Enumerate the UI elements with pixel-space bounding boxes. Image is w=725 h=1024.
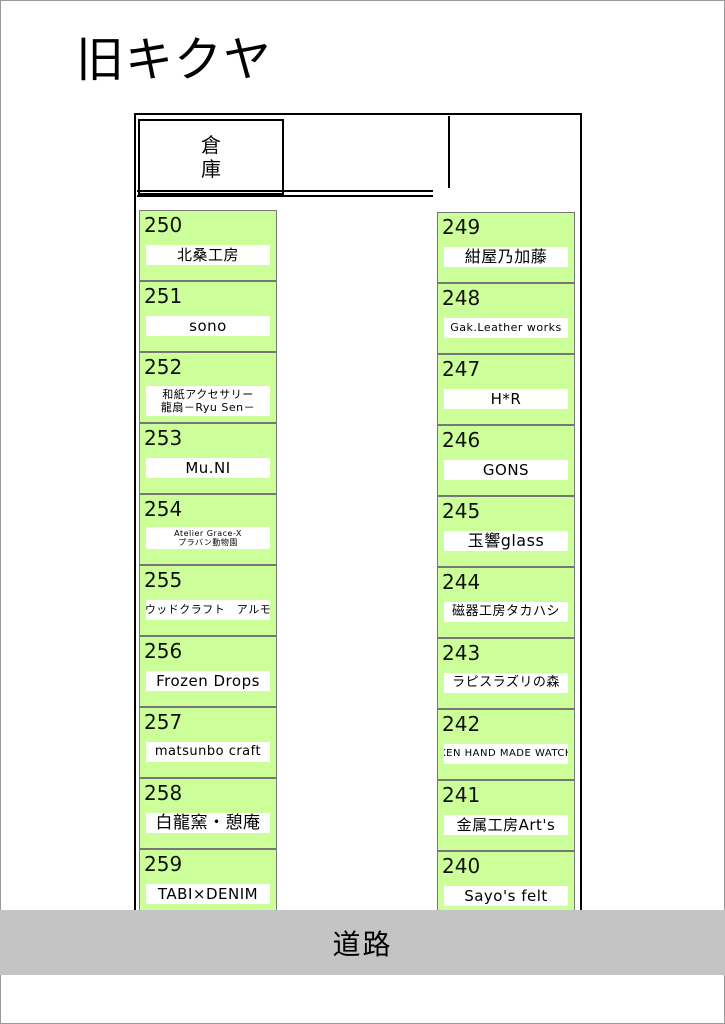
booth-number: 246 [442,428,481,452]
booth-241[interactable]: 241 金属工房Art's [437,780,575,851]
booth-name: 和紙アクセサリー 龍扇－Ryu Sen－ [146,386,270,416]
booth-name-line2: プラバン動物園 [178,538,238,547]
booth-name: 磁器工房タカハシ [444,602,568,622]
booth-246[interactable]: 246 GONS [437,425,575,496]
booth-252[interactable]: 252 和紙アクセサリー 龍扇－Ryu Sen－ [139,352,277,423]
booth-name-line2: 龍扇－Ryu Sen－ [160,401,256,414]
booth-name: 玉響glass [444,531,568,551]
booth-name: Mu.NI [146,458,270,478]
booth-number: 247 [442,357,481,381]
booth-name: TABI×DENIM [146,884,270,904]
booth-257[interactable]: 257 matsunbo craft [139,707,277,778]
booth-number: 258 [144,781,183,805]
booth-256[interactable]: 256 Frozen Drops [139,636,277,707]
booth-name: 白龍窯・憩庵 [146,813,270,833]
booth-number: 259 [144,852,183,876]
booth-number: 244 [442,570,481,594]
booth-name: H*R [444,389,568,409]
booth-254[interactable]: 254 Atelier Grace-X プラバン動物園 [139,494,277,565]
booth-name: Frozen Drops [146,671,270,691]
booth-243[interactable]: 243 ラピスラズリの森 [437,638,575,709]
booth-name: Sayo's felt [444,886,568,906]
booth-name: ウッドクラフト アルモ [146,600,270,620]
map-title: 旧キクヤ [76,32,273,88]
booth-number: 245 [442,499,481,523]
booth-253[interactable]: 253 Mu.NI [139,423,277,494]
booth-248[interactable]: 248 Gak.Leather works [437,283,575,354]
road-strip: 道路 [0,910,725,975]
booth-245[interactable]: 245 玉響glass [437,496,575,567]
building-outline [134,113,582,935]
booth-number: 248 [442,286,481,310]
booth-name: Gak.Leather works [444,318,568,338]
booth-number: 240 [442,854,481,878]
warehouse-label: 倉庫 [201,133,221,181]
booth-250[interactable]: 250 北桑工房 [139,210,277,281]
road-label: 道路 [332,927,393,961]
booth-258[interactable]: 258 白龍窯・憩庵 [139,778,277,849]
booth-number: 253 [144,426,183,450]
booth-name: 金属工房Art's [444,815,568,835]
booth-242[interactable]: 242 KEN HAND MADE WATCH [437,709,575,780]
booth-number: 252 [144,355,183,379]
booth-name: matsunbo craft [146,742,270,762]
booth-name: sono [146,316,270,336]
warehouse-room[interactable]: 倉庫 [138,119,284,195]
booth-255[interactable]: 255 ウッドクラフト アルモ [139,565,277,636]
booth-name-line1: Atelier Grace-X [174,529,242,538]
booth-247[interactable]: 247 H*R [437,354,575,425]
booth-name: Atelier Grace-X プラバン動物園 [146,527,270,549]
booth-244[interactable]: 244 磁器工房タカハシ [437,567,575,638]
booth-name: KEN HAND MADE WATCH [444,744,568,764]
booth-column-right: 249 紺屋乃加藤 248 Gak.Leather works 247 H*R … [437,212,575,922]
booth-name: 紺屋乃加藤 [444,247,568,267]
partition-line [448,116,450,188]
booth-number: 257 [144,710,183,734]
booth-number: 249 [442,215,481,239]
booth-name-line1: 和紙アクセサリー [162,388,254,401]
booth-249[interactable]: 249 紺屋乃加藤 [437,212,575,283]
booth-number: 251 [144,284,183,308]
booth-number: 250 [144,213,183,237]
booth-251[interactable]: 251 sono [139,281,277,352]
booth-name: ラピスラズリの森 [444,673,568,693]
booth-number: 256 [144,639,183,663]
booth-number: 243 [442,641,481,665]
booth-number: 242 [442,712,481,736]
booth-259[interactable]: 259 TABI×DENIM [139,849,277,920]
booth-name: GONS [444,460,568,480]
booth-number: 255 [144,568,183,592]
wall-double-line [137,190,433,197]
booth-number: 241 [442,783,481,807]
booth-name: 北桑工房 [146,245,270,265]
booth-number: 254 [144,497,183,521]
booth-column-left: 250 北桑工房 251 sono 252 和紙アクセサリー 龍扇－Ryu Se… [139,210,277,920]
